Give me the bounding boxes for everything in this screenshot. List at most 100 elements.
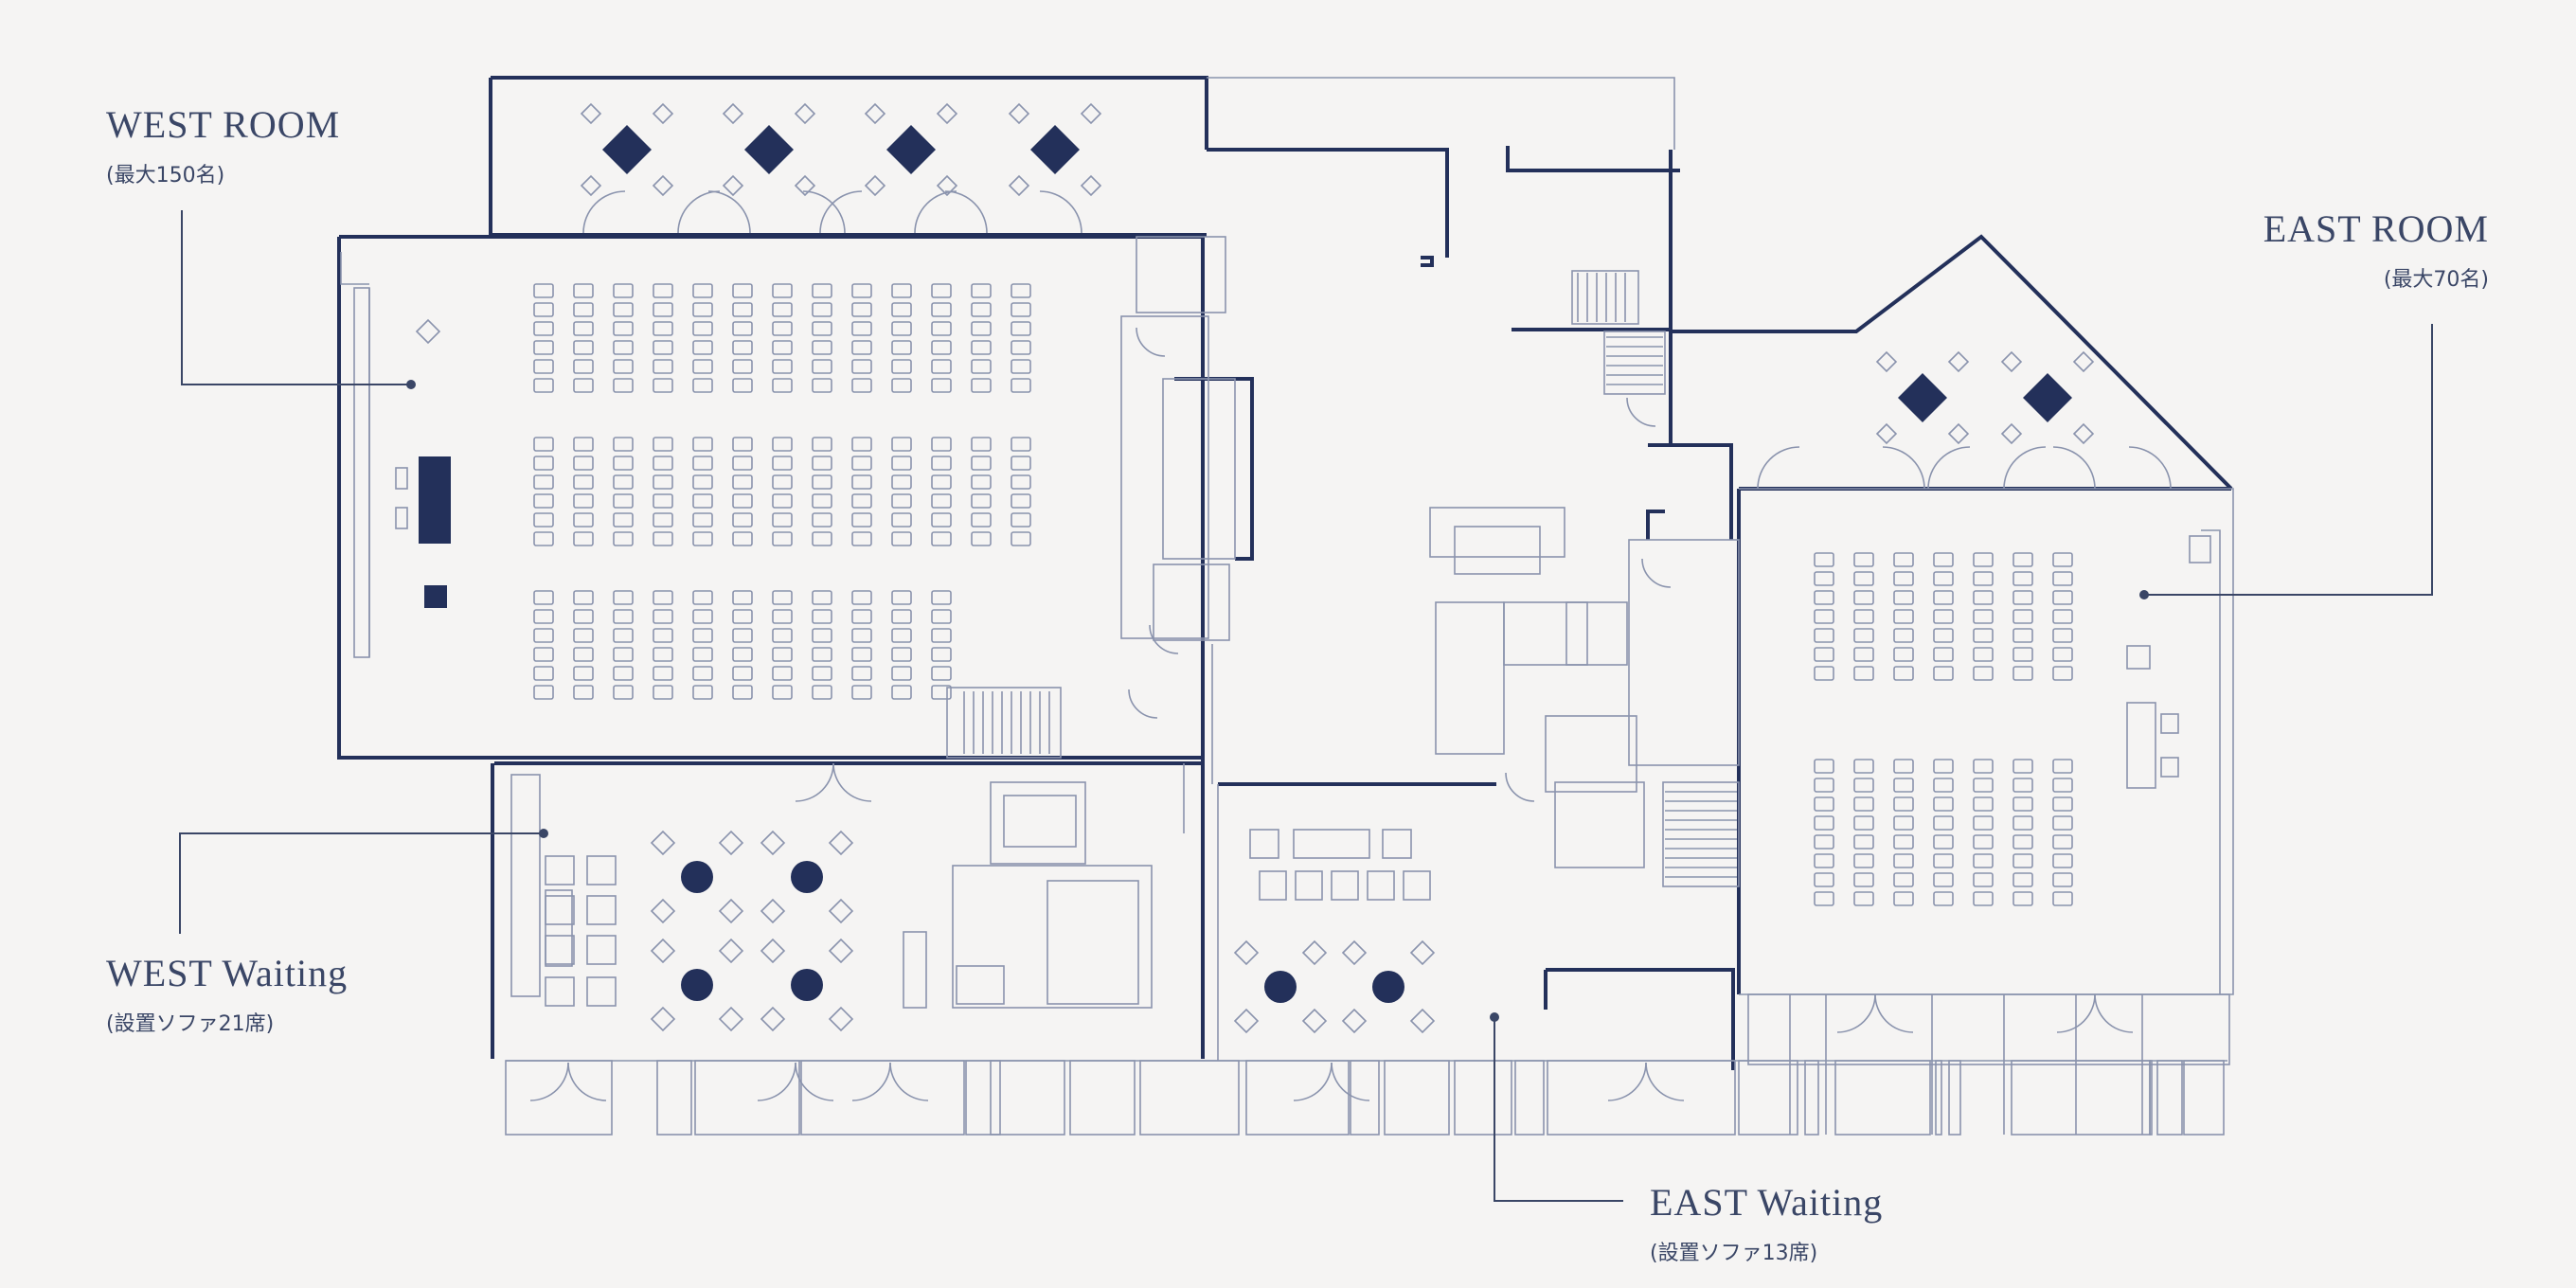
east-room-chair: [2012, 609, 2033, 624]
west-room-chair: [812, 283, 832, 298]
west-room-chair: [1011, 359, 1031, 374]
terrace-chair: [1875, 422, 1898, 445]
west-room-chair: [533, 359, 554, 374]
west-room-chair: [891, 512, 912, 528]
west-room-chair: [891, 321, 912, 336]
west-room-chair: [971, 512, 992, 528]
east-room-chair: [1814, 571, 1834, 586]
west-room-chair: [692, 531, 713, 546]
east-room-chair: [1853, 628, 1874, 643]
west-room-chair: [971, 321, 992, 336]
round-table: [681, 969, 713, 1001]
east-room-chair: [1893, 815, 1914, 831]
door-arc: [889, 1062, 929, 1101]
west-room-chair: [732, 456, 753, 471]
west-room-chair: [533, 590, 554, 605]
west-room-chair: [692, 302, 713, 317]
west-room-chair: [533, 685, 554, 700]
east-room-chair: [2012, 815, 2033, 831]
east-room-chair: [1853, 571, 1874, 586]
east-room-chair: [1893, 778, 1914, 793]
east-room-chair: [2012, 571, 2033, 586]
east-waiting-seat: [1295, 870, 1323, 901]
west-room-chair: [613, 283, 634, 298]
west-room-chair: [573, 512, 594, 528]
east-room-chair: [2012, 853, 2033, 868]
west-room-chair: [613, 512, 634, 528]
door-arc: [1874, 993, 1914, 1033]
round-table-chair: [718, 830, 744, 856]
east-room-chair: [2052, 590, 2073, 605]
east-room-chair: [1973, 853, 1994, 868]
west-room-chair: [931, 493, 952, 509]
waiting-seat: [545, 935, 575, 965]
stair-lobby-a: [1571, 270, 1639, 325]
door-arc: [582, 190, 626, 234]
west-room-chair: [772, 647, 793, 662]
west-room-chair: [931, 321, 952, 336]
west-room-chair: [931, 590, 952, 605]
east-room-chair: [1853, 796, 1874, 812]
west-room-chair: [851, 590, 872, 605]
east-podium: [2126, 645, 2151, 670]
west-room-chair: [692, 685, 713, 700]
west-room-chair: [812, 321, 832, 336]
east-room-chair: [1973, 815, 1994, 831]
east-room-chair: [2012, 891, 2033, 906]
terrace-chair: [864, 174, 886, 197]
leader-dot: [1490, 1012, 1499, 1022]
west-room-chair: [653, 437, 673, 452]
west-room-chair: [692, 590, 713, 605]
door-arc: [677, 190, 721, 234]
west-room-chair: [732, 666, 753, 681]
terrace-table: [744, 125, 794, 174]
door-arc: [1128, 689, 1158, 719]
west-room-chair: [653, 531, 673, 546]
east-room-label: EAST ROOM (最大70名): [2263, 206, 2489, 293]
west-room-chair: [732, 512, 753, 528]
west-room-chair: [613, 302, 634, 317]
east-room-chair: [2052, 796, 2073, 812]
west-waiting-label: WEST Waiting (設置ソファ21席): [106, 951, 348, 1037]
west-room-chair: [573, 340, 594, 355]
west-room-chair: [851, 474, 872, 490]
west-restroom-stalls: [1046, 880, 1139, 1005]
east-room-chair: [1853, 815, 1874, 831]
waiting-seat: [545, 976, 575, 1007]
west-room-chair: [533, 512, 554, 528]
round-table-chair: [1301, 939, 1328, 966]
east-room-chair: [2052, 891, 2073, 906]
door-arc: [1607, 1062, 1647, 1101]
west-room-chair: [692, 378, 713, 393]
door-arc: [851, 1062, 891, 1101]
west-room-chair: [931, 512, 952, 528]
west-vestibule: [1136, 236, 1226, 313]
west-room-chair: [732, 437, 753, 452]
terrace-chair: [1008, 174, 1030, 197]
west-room-chair: [812, 666, 832, 681]
east-room-chair: [2052, 571, 2073, 586]
west-room-chair: [772, 456, 793, 471]
east-room-chair: [1933, 815, 1954, 831]
east-room-chair: [1893, 796, 1914, 812]
west-room-chair: [613, 666, 634, 681]
terrace-chair: [722, 102, 744, 125]
stage-box: [424, 585, 447, 608]
round-table-chair: [1409, 939, 1436, 966]
leader-west-waiting: [179, 832, 544, 934]
east-room-chair: [1893, 609, 1914, 624]
west-room-chair: [573, 474, 594, 490]
door-arc: [529, 1062, 569, 1101]
window-bay: [694, 1060, 800, 1136]
east-room-chair: [2012, 666, 2033, 681]
east-waiting-sofa: [1293, 829, 1370, 859]
envelope-corner: [340, 252, 369, 285]
elevator: [1554, 781, 1645, 868]
door-arc: [1757, 446, 1800, 490]
round-table-chair: [1341, 1008, 1368, 1034]
east-waiting-seat: [1249, 829, 1279, 859]
east-room-chair: [1814, 778, 1834, 793]
west-room-chair: [653, 359, 673, 374]
terrace-chair: [722, 174, 744, 197]
west-room-chair: [812, 340, 832, 355]
